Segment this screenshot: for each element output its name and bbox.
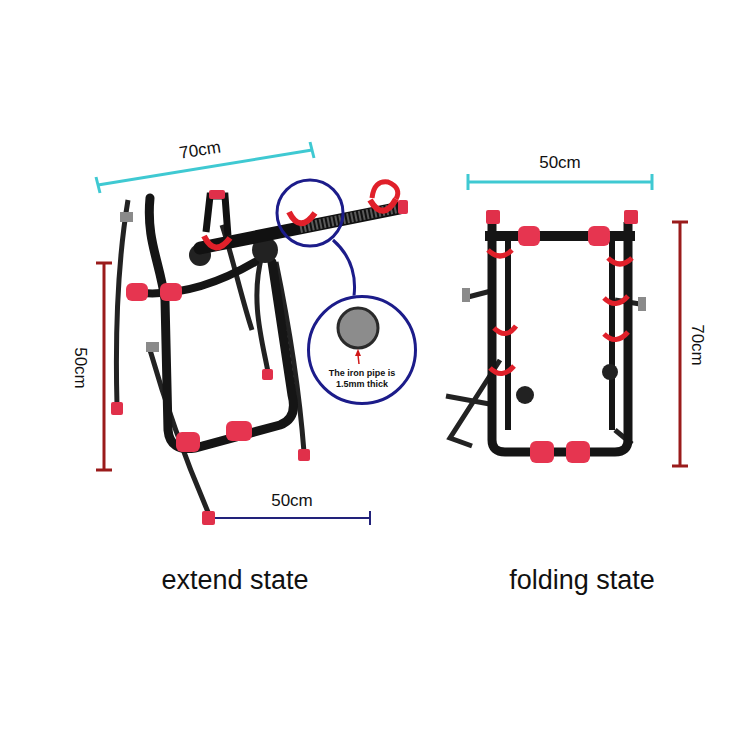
strap-loop	[372, 182, 398, 199]
caption-label: folding state	[509, 567, 655, 594]
buckle	[462, 288, 470, 302]
strap-hook	[262, 369, 273, 380]
cradle	[204, 236, 230, 248]
dimension-tick	[369, 511, 371, 525]
end-cap	[398, 200, 408, 214]
strap-hook	[298, 449, 310, 461]
pad	[126, 283, 148, 301]
cradle	[370, 199, 396, 211]
frame-tube	[485, 231, 635, 241]
dimension-label: 70cm	[689, 324, 706, 366]
knob	[516, 386, 534, 404]
strap	[257, 255, 268, 372]
dimension-line	[210, 517, 370, 519]
leader-line	[333, 240, 355, 296]
pipe-section	[338, 308, 378, 348]
dimension-line	[679, 222, 682, 466]
pad	[176, 432, 200, 452]
dimension-tick	[651, 174, 654, 190]
dimension-tick	[310, 142, 314, 158]
cradles	[488, 250, 632, 374]
cradle	[488, 250, 512, 256]
cradle	[494, 326, 516, 334]
frame-tube	[508, 240, 612, 430]
strap-hook	[111, 402, 123, 415]
strap-hook	[202, 511, 215, 525]
circle-outline	[309, 297, 416, 404]
dimension-tick	[96, 262, 112, 265]
dimension-tick	[467, 174, 470, 190]
dimension-tick	[672, 465, 688, 468]
cradle	[490, 366, 514, 374]
cradle	[608, 258, 632, 264]
callout-text: The iron pipe is 1.5mm thick	[320, 368, 404, 390]
buckle	[146, 342, 159, 352]
frame-tube	[132, 262, 255, 293]
callout-ring	[277, 180, 343, 246]
callout	[277, 180, 417, 405]
strap	[150, 350, 208, 512]
cradle	[604, 332, 628, 340]
strap-loop	[206, 196, 228, 236]
dimension-tick	[96, 469, 112, 472]
dimension-label: 50cm	[72, 347, 89, 389]
dimension-label: 70cm	[178, 138, 222, 161]
dimension-tick	[96, 177, 100, 193]
buckle	[638, 297, 646, 311]
callout-circle: The iron pipe is 1.5mm thick	[307, 295, 417, 405]
pointer-arrow	[358, 355, 359, 364]
pad	[518, 226, 540, 246]
straps	[116, 200, 304, 512]
knob	[602, 364, 618, 380]
dimension-line	[103, 263, 106, 470]
buckle	[120, 212, 133, 222]
dimension-label: 50cm	[271, 492, 313, 509]
pad	[226, 421, 252, 441]
pointer-head	[355, 349, 361, 356]
pad	[160, 283, 182, 301]
dimension-lines	[96, 142, 688, 525]
dimension-tick	[672, 221, 688, 224]
cradle	[289, 212, 315, 223]
folded-rack	[446, 210, 646, 463]
strap	[116, 200, 128, 405]
cradle	[604, 296, 628, 304]
end-cap	[209, 190, 225, 199]
dimension-line	[468, 181, 652, 184]
pad	[530, 441, 554, 463]
caption-label: extend state	[161, 567, 308, 594]
dimension-label: 50cm	[539, 154, 581, 171]
callout-ground	[307, 295, 417, 405]
end-cap	[486, 210, 500, 224]
pad	[588, 226, 610, 246]
end-cap	[624, 210, 638, 224]
pad	[566, 441, 590, 463]
frame-tube	[492, 222, 628, 452]
